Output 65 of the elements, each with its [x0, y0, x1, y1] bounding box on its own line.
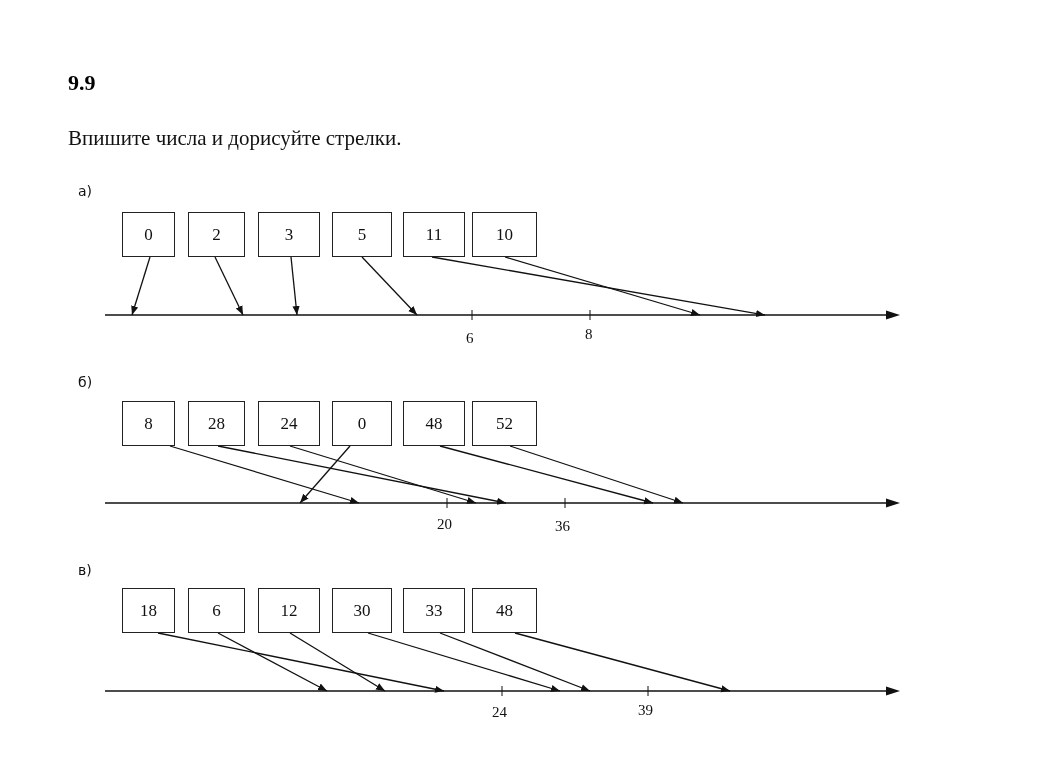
number-box	[403, 588, 465, 633]
number-text: 5	[357, 224, 367, 245]
number-text: 33	[425, 600, 443, 621]
number-box	[258, 588, 320, 633]
number-text: 12	[280, 600, 298, 621]
number-text: 52	[496, 413, 513, 434]
arrow	[439, 445, 654, 505]
number-text: 24	[280, 413, 298, 434]
part-label: в)	[78, 562, 92, 578]
number-text: 28	[208, 413, 225, 434]
arrow	[131, 256, 151, 316]
number-text: 2	[212, 224, 221, 245]
arrow	[289, 632, 386, 692]
tick-label: 39	[638, 702, 653, 719]
number-box	[188, 212, 245, 257]
tick-label: 24	[492, 704, 507, 721]
arrow	[157, 632, 445, 693]
number-text: 8	[144, 413, 153, 434]
number-text: 30	[353, 600, 371, 621]
number-text: 0	[144, 224, 153, 245]
arrow	[214, 256, 244, 316]
number-box	[403, 401, 465, 446]
task-text: Впишите числа и дорисуйте стрелки.	[68, 126, 402, 151]
arrow	[289, 445, 477, 504]
arrow	[299, 445, 351, 504]
tick-label: 6	[466, 330, 474, 347]
number-box	[188, 401, 245, 446]
number-box	[122, 588, 175, 633]
number-text: 3	[284, 224, 294, 245]
arrow	[431, 256, 766, 317]
exercise-number: 9.9	[68, 70, 96, 96]
number-box	[332, 588, 392, 633]
arrow	[439, 632, 591, 692]
tick-label: 20	[437, 516, 452, 533]
arrow	[169, 445, 360, 504]
number-text: 11	[425, 224, 443, 245]
arrow	[509, 445, 684, 504]
number-text: 18	[140, 600, 157, 621]
number-text: 0	[357, 413, 367, 434]
number-box	[258, 401, 320, 446]
number-box	[472, 212, 537, 257]
number-box	[188, 588, 245, 633]
arrow	[367, 632, 561, 692]
number-box	[122, 401, 175, 446]
arrow	[217, 632, 328, 692]
number-box	[332, 212, 392, 257]
number-text: 6	[212, 600, 221, 621]
number-text: 10	[496, 224, 513, 245]
number-text: 48	[425, 413, 443, 434]
arrow	[217, 445, 507, 505]
number-box	[403, 212, 465, 257]
number-box	[332, 401, 392, 446]
number-box	[122, 212, 175, 257]
number-box	[472, 588, 537, 633]
arrow	[290, 256, 300, 316]
tick-label: 36	[555, 518, 570, 535]
arrow	[514, 632, 731, 693]
part-label: б)	[78, 374, 93, 390]
arrow	[361, 256, 418, 316]
tick-label: 8	[585, 326, 593, 343]
number-box	[258, 212, 320, 257]
number-box	[472, 401, 537, 446]
number-text: 48	[496, 600, 513, 621]
part-label: а)	[78, 183, 93, 199]
arrow	[504, 256, 701, 316]
